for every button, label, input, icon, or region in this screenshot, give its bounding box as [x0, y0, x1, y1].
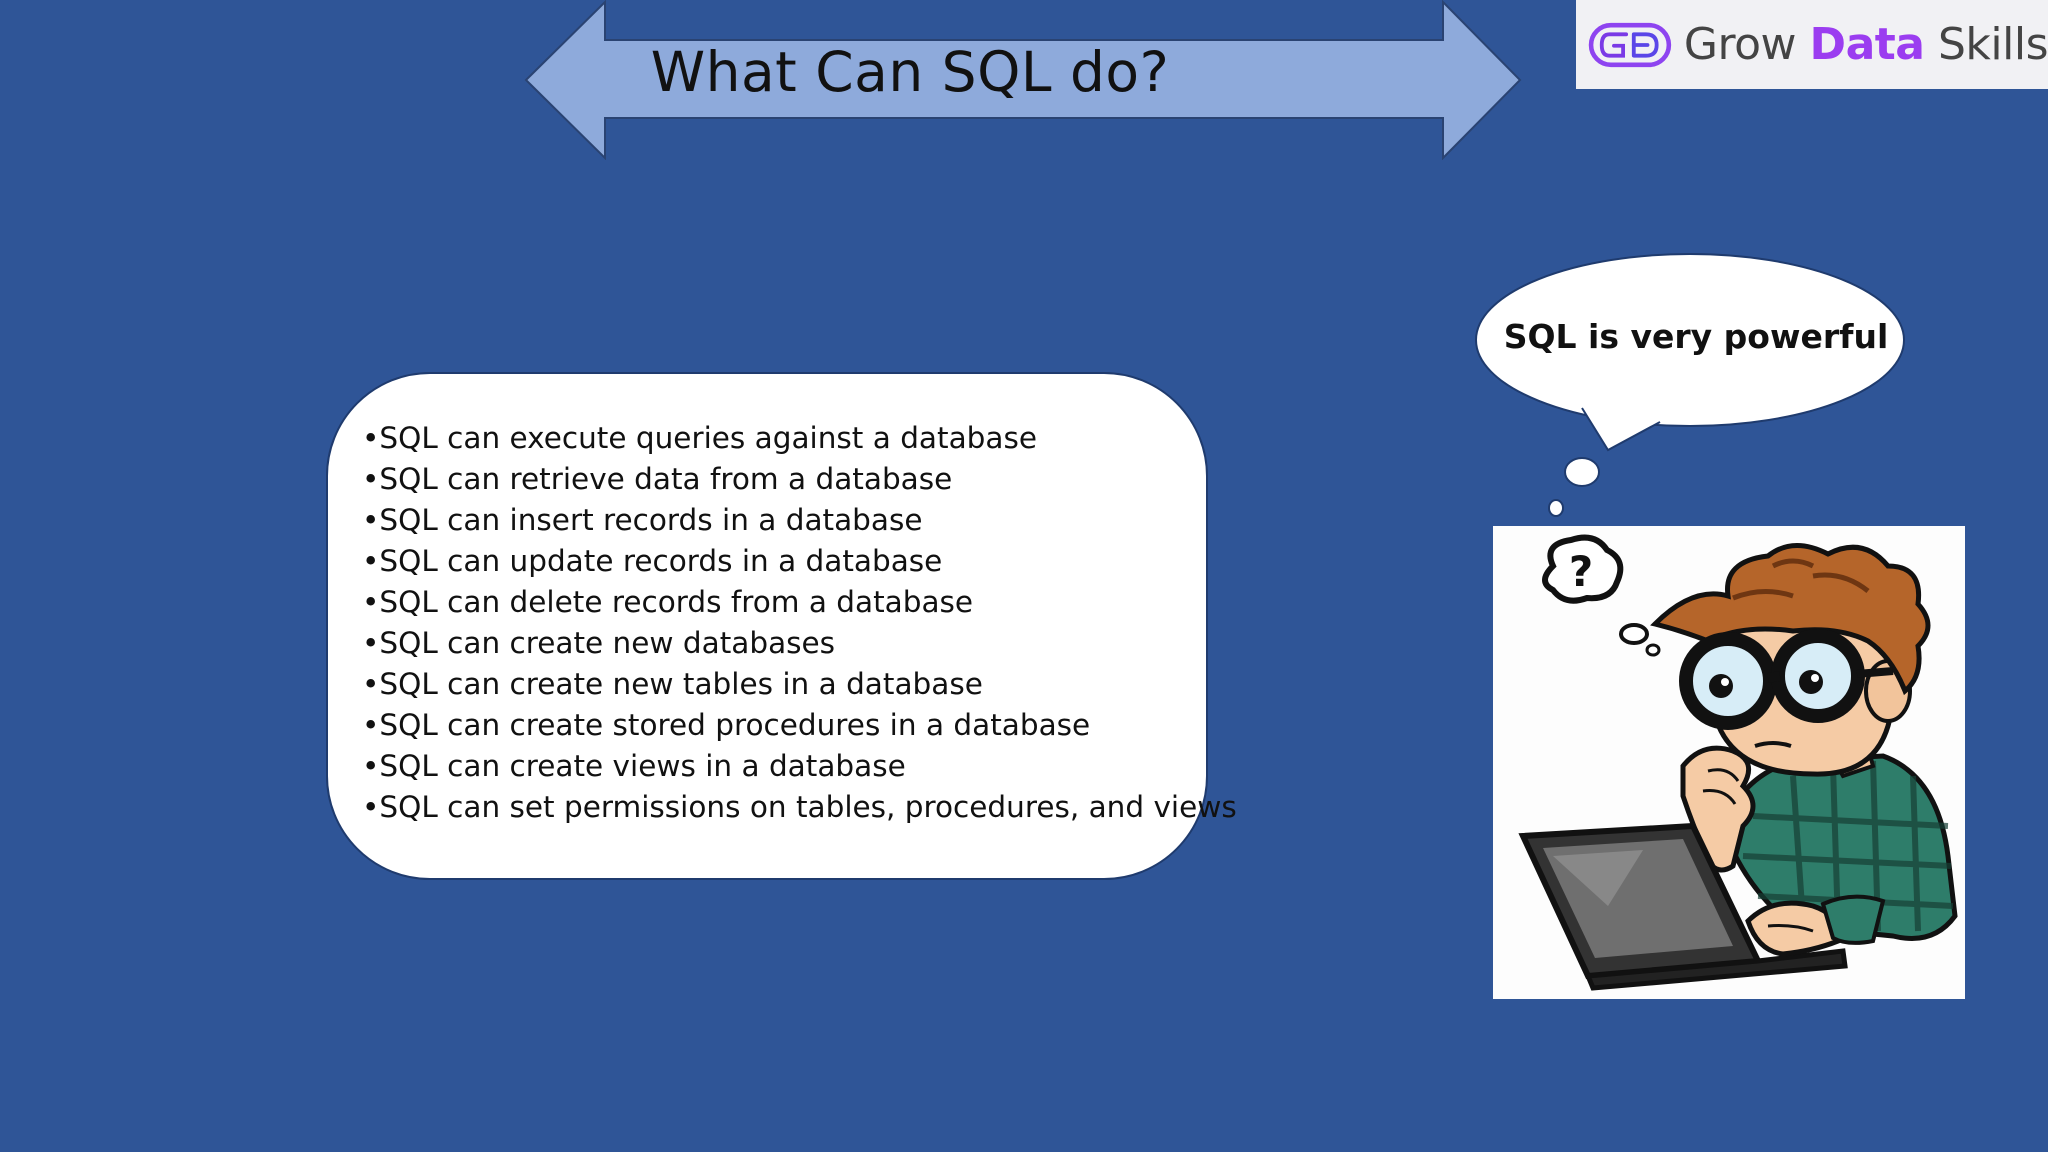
brand-word-skills: Skills: [1924, 19, 2048, 70]
thought-bubble: [1475, 253, 1905, 517]
bullet-item: •SQL can execute queries against a datab…: [362, 421, 1037, 455]
bullet-item: •SQL can create new databases: [362, 626, 836, 660]
title-double-arrow: [524, 0, 1522, 160]
bullet-item: •SQL can create views in a database: [362, 749, 906, 783]
thought-text: SQL is very powerful: [1503, 317, 1889, 356]
question-mark: ?: [1569, 547, 1593, 596]
bullet-list: •SQL can execute queries against a datab…: [362, 418, 1237, 828]
bullet-item: •SQL can delete records from a database: [362, 585, 974, 619]
thinking-programmer-illustration-icon: ?: [1518, 534, 1958, 991]
bullet-item: •SQL can set permissions on tables, proc…: [362, 790, 1237, 824]
bullet-item: •SQL can insert records in a database: [362, 503, 923, 537]
bullet-item: •SQL can update records in a database: [362, 544, 943, 578]
slide-title: What Can SQL do?: [650, 40, 1170, 104]
programmer-illustration: ?: [1493, 526, 1965, 999]
brand-word-grow: Grow: [1683, 19, 1810, 70]
bullet-item: •SQL can create new tables in a database: [362, 667, 983, 701]
brand-word-data: Data: [1809, 19, 1925, 70]
bullet-item: •SQL can create stored procedures in a d…: [362, 708, 1091, 742]
question-thought-icon: ?: [1542, 534, 1661, 657]
brand-name: Grow Data Skills: [1684, 19, 2048, 70]
brand-logo: Grow Data Skills: [1576, 0, 2048, 89]
bullet-item: •SQL can retrieve data from a database: [362, 462, 953, 496]
gd-logo-icon: [1588, 22, 1672, 67]
content-box: •SQL can execute queries against a datab…: [326, 372, 1237, 880]
